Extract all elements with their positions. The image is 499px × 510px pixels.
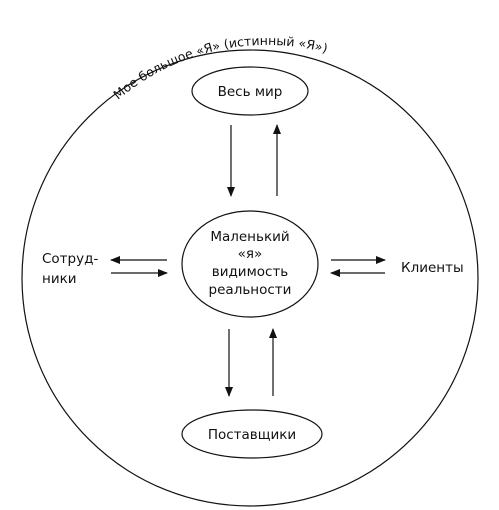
outer-circle (21, 49, 479, 507)
clients-label: Клиенты (401, 260, 464, 276)
small-self-line-2: «я» (238, 246, 263, 262)
small-self-line-1: Маленький (210, 229, 289, 245)
employees-line-2: ники (42, 271, 77, 287)
suppliers-node (181, 409, 323, 459)
small-self-line-3: видимость (212, 264, 289, 280)
world-node-label: Весь мир (218, 84, 283, 100)
employees-line-1: Сотруд- (42, 251, 98, 267)
small-self-node (181, 210, 319, 318)
suppliers-node-label: Поставщики (208, 427, 296, 443)
small-self-line-4: реальности (209, 282, 292, 298)
world-node (191, 66, 309, 116)
